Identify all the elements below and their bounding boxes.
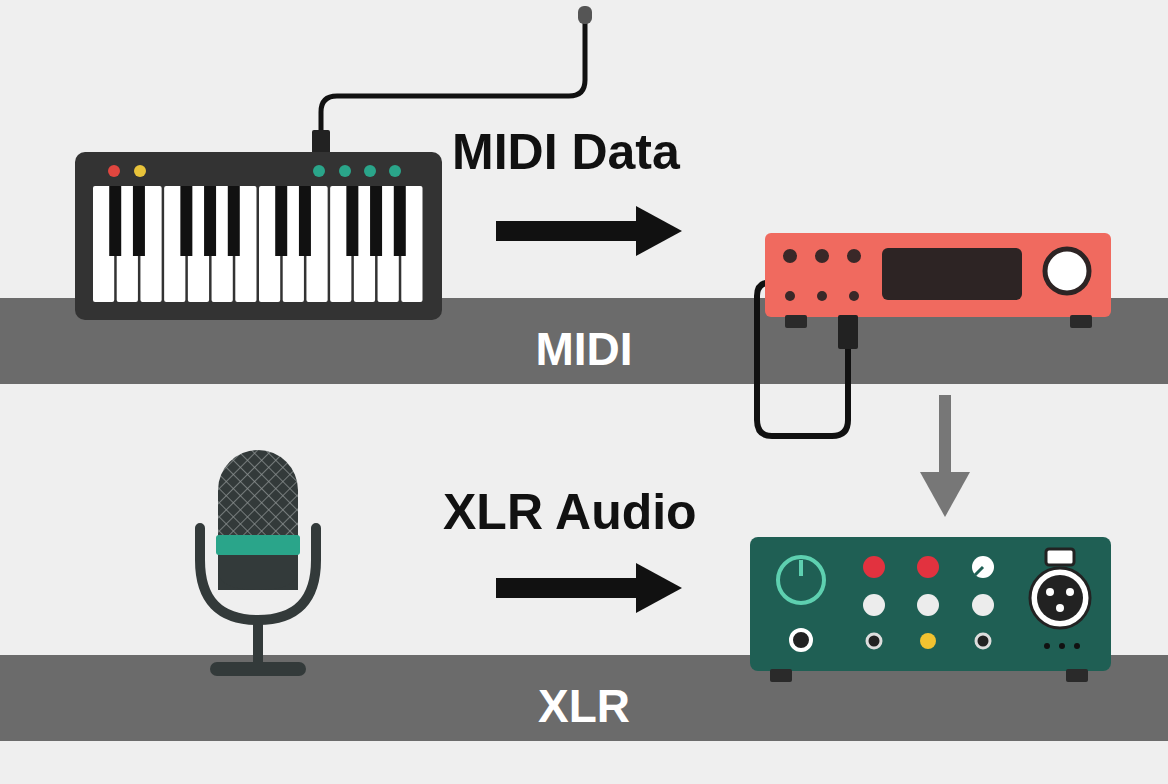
xlr-pin	[1056, 604, 1064, 612]
small-knob	[972, 556, 994, 578]
knob-marker	[799, 560, 803, 576]
band-label: MIDI	[0, 324, 1168, 374]
led-red	[108, 165, 120, 177]
jack-socket	[976, 634, 990, 648]
black-key	[370, 186, 382, 256]
microphone-illustration	[200, 450, 316, 676]
vent-dot	[1059, 643, 1065, 649]
cable-plug	[578, 6, 592, 24]
black-key	[180, 186, 192, 256]
vent-dot	[1044, 643, 1050, 649]
led-yellow	[920, 633, 936, 649]
vent-dot	[1074, 643, 1080, 649]
led-teal	[339, 165, 351, 177]
black-key	[275, 186, 287, 256]
led-teal	[389, 165, 401, 177]
band-label: XLR	[0, 681, 1168, 731]
device-foot	[770, 669, 792, 682]
usb-cable	[321, 18, 585, 140]
midi-interface	[765, 233, 1111, 317]
device-button	[783, 249, 797, 263]
led-teal	[364, 165, 376, 177]
black-key	[109, 186, 121, 256]
black-key	[299, 186, 311, 256]
led-yellow	[134, 165, 146, 177]
audio-interface	[750, 537, 1111, 671]
arrow-head	[920, 472, 970, 517]
mic-head	[218, 450, 298, 590]
led-red	[863, 556, 885, 578]
black-key	[228, 186, 240, 256]
gain-knob	[778, 557, 824, 603]
mic-bottom	[218, 560, 298, 590]
device-knob	[1045, 249, 1089, 293]
led-teal	[313, 165, 325, 177]
xlr-socket-inner	[1037, 575, 1083, 621]
xlr-pin	[1046, 588, 1054, 596]
midi-plug	[838, 315, 858, 349]
xlr-latch	[1046, 549, 1074, 565]
device-foot	[1066, 669, 1088, 682]
connection-label: MIDI Data	[452, 124, 680, 180]
arrow-head	[636, 563, 682, 613]
xlr-pin	[1066, 588, 1074, 596]
device-foot	[1070, 315, 1092, 328]
jack-socket	[867, 634, 881, 648]
led-red	[917, 556, 939, 578]
arrow-shaft	[496, 221, 640, 241]
device-foot	[785, 315, 807, 328]
black-key	[394, 186, 406, 256]
connection-label: XLR Audio	[443, 484, 697, 540]
button-white	[917, 594, 939, 616]
cable-connector	[312, 130, 330, 154]
mic-base	[210, 662, 306, 676]
device-button	[817, 291, 827, 301]
black-key	[346, 186, 358, 256]
keyboard-body	[75, 152, 442, 320]
mic-yoke	[200, 528, 316, 620]
device-screen	[882, 248, 1022, 300]
xlr-socket	[1030, 568, 1090, 628]
device-button	[785, 291, 795, 301]
arrow-shaft	[496, 578, 640, 598]
mic-band	[216, 535, 300, 555]
arrow-shaft	[939, 395, 951, 478]
keyboard-illustration	[75, 152, 442, 320]
jack-socket	[791, 630, 811, 650]
button-white	[863, 594, 885, 616]
device-button	[815, 249, 829, 263]
mic-stem	[253, 620, 263, 664]
arrow-head	[636, 206, 682, 256]
device-button	[849, 291, 859, 301]
device-button	[847, 249, 861, 263]
knob-marker	[975, 567, 983, 575]
button-white	[972, 594, 994, 616]
black-key	[133, 186, 145, 256]
black-key	[204, 186, 216, 256]
